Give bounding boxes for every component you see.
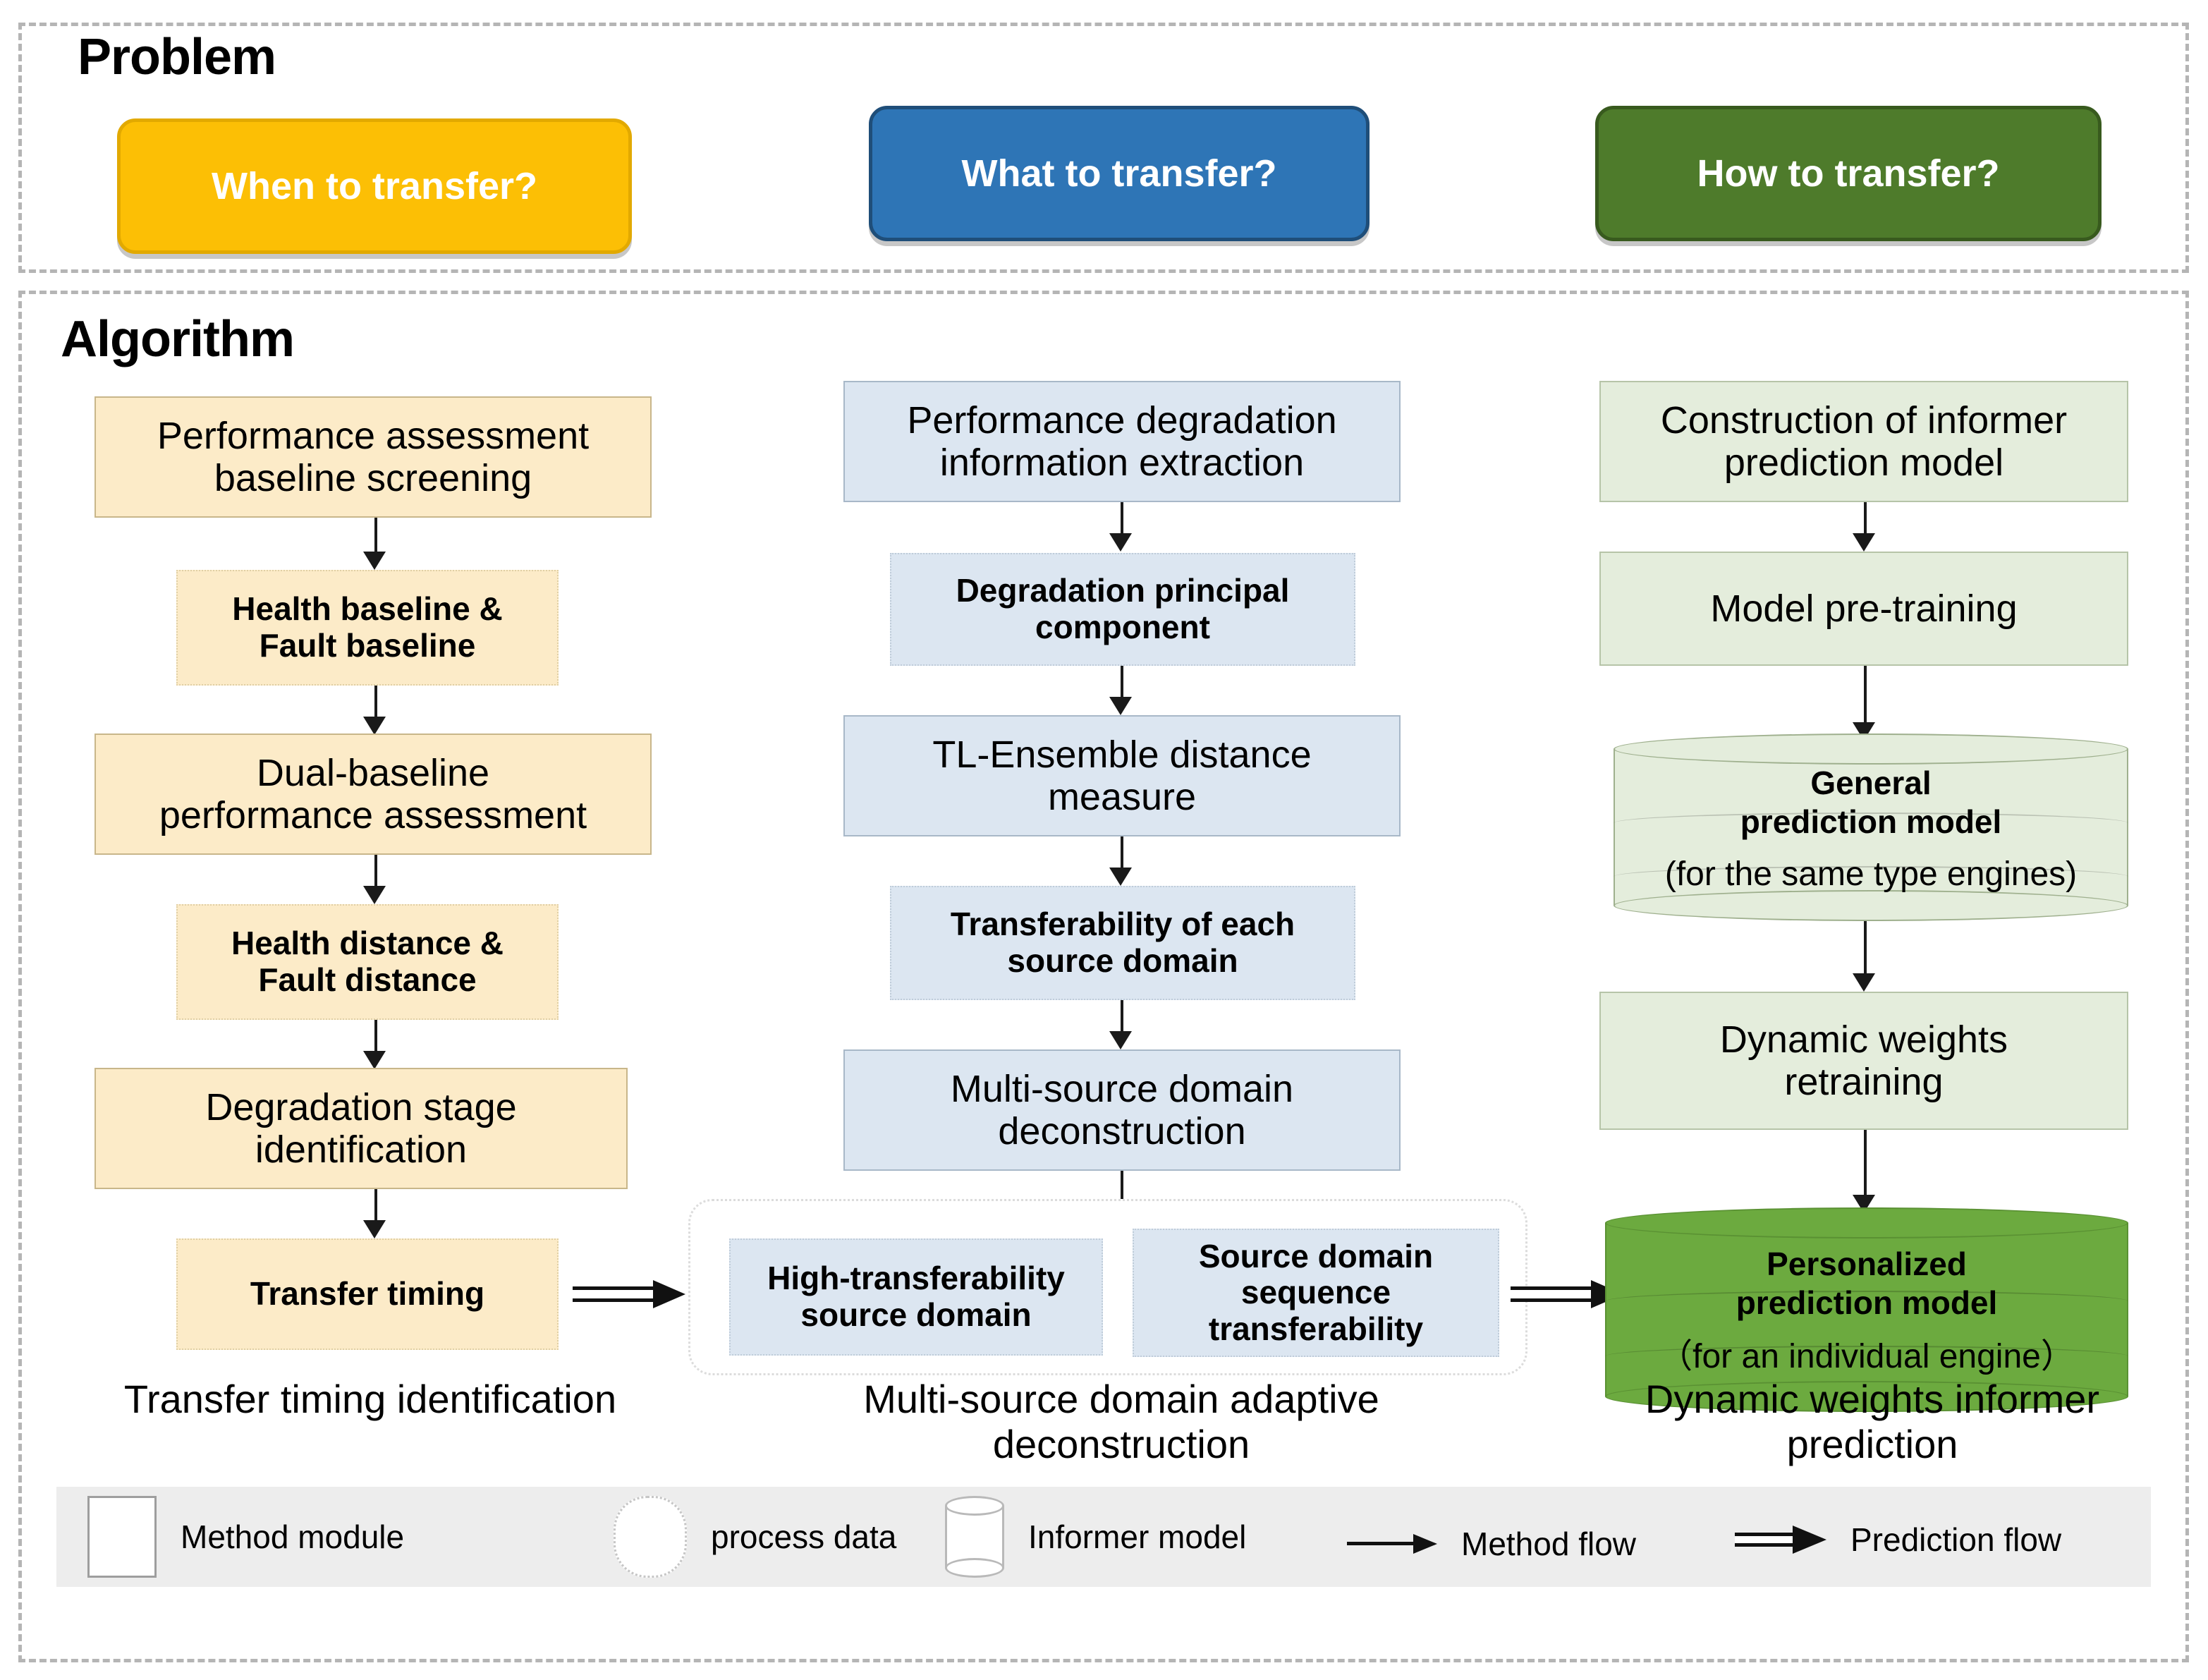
node-performance-degradation-information-extraction[interactable]: Performance degradation information extr… [843,381,1401,502]
legend-item-prediction-flow: Prediction flow [1735,1521,2061,1559]
node-degradation-stage-identification[interactable]: Degradation stage identification [94,1068,628,1189]
node-degradation-principal-component[interactable]: Degradation principal component [890,553,1355,666]
problem-section-title: Problem [78,29,276,85]
legend-label: process data [711,1518,897,1555]
node-transferability-of-each-source-domain[interactable]: Transferability of each source domain [890,886,1355,1000]
connector-line [1121,666,1123,707]
connector-line [1121,502,1123,543]
personalized-prediction-model-label: Personalized prediction model [1736,1246,1998,1321]
personalized-prediction-model-sublabel: （for an individual engine） [1659,1337,2075,1375]
column-caption-multi-source-domain: Multi-source domain adaptive deconstruct… [863,1377,1379,1467]
legend-label: Method module [181,1518,405,1555]
legend-label: Informer model [1028,1518,1247,1555]
legend-item-method-flow: Method flow [1347,1525,1636,1563]
node-model-pre-training[interactable]: Model pre-training [1599,552,2128,666]
node-health-distance-fault-distance[interactable]: Health distance & Fault distance [176,904,559,1020]
cylinder-bottom-cap [1614,890,2128,921]
connector-line [1121,836,1123,877]
column-caption-dynamic-weights: Dynamic weights informer prediction [1645,1377,2100,1467]
cylinder-band [1605,1346,2128,1367]
legend-item-method-module: Method module [87,1496,404,1578]
connector-arrowhead [363,552,386,570]
connector-line [374,1020,377,1061]
node-personalized-prediction-model[interactable]: Personalized prediction model （for an in… [1605,1207,2128,1412]
connector-line [374,686,377,726]
problem-pill-how[interactable]: How to transfer? [1595,106,2102,241]
connector-line [374,855,377,896]
cylinder-bottom-cap [1605,1381,2128,1412]
connector-arrowhead [1853,973,1875,992]
informer-model-shape-icon [945,1496,1004,1578]
legend-bar: Method module process data Informer mode… [56,1487,2151,1587]
legend-item-process-data: process data [614,1496,896,1578]
connector-arrowhead [363,717,386,735]
connector-line [374,518,377,560]
connector-arrowhead [1109,868,1132,886]
method-module-shape-icon [87,1496,157,1578]
node-performance-assessment-baseline-screening[interactable]: Performance assessment baseline screenin… [94,396,652,518]
cylinder-band [1614,866,2128,887]
cylinder-top-cap [1614,734,2128,765]
prediction-flow-arrow-left [573,1280,685,1308]
cylinder-label-wrap: General prediction model (for the same t… [1614,734,2128,921]
node-tl-ensemble-distance-measure[interactable]: TL-Ensemble distance measure [843,715,1401,836]
node-multi-source-domain-deconstruction[interactable]: Multi-source domain deconstruction [843,1049,1401,1171]
connector-line [1864,502,1867,543]
node-transfer-timing[interactable]: Transfer timing [176,1238,559,1350]
legend-item-informer-model: Informer model [945,1496,1246,1578]
general-prediction-model-label: General prediction model [1740,765,2002,840]
cylinder-label-wrap: Personalized prediction model （for an in… [1605,1207,2128,1412]
algorithm-section-title: Algorithm [61,311,295,367]
column-caption-transfer-timing: Transfer timing identification [123,1377,617,1421]
prediction-flow-arrow-icon [1735,1526,1826,1554]
connector-arrowhead [1109,1031,1132,1049]
node-health-baseline-fault-baseline[interactable]: Health baseline & Fault baseline [176,570,559,686]
prediction-flow-arrow-right [1511,1280,1623,1308]
legend-label: Method flow [1461,1526,1637,1562]
node-dual-baseline-performance-assessment[interactable]: Dual-baseline performance assessment [94,734,652,855]
process-data-shape-icon [614,1496,687,1578]
node-high-transferability-source-domain[interactable]: High-transferability source domain [729,1238,1103,1356]
problem-pill-what[interactable]: What to transfer? [869,106,1370,241]
connector-arrowhead [1109,697,1132,715]
connector-arrowhead [363,886,386,904]
cylinder-top-cap [1605,1207,2128,1238]
connector-line [1121,1171,1123,1205]
cylinder-band [1614,812,2128,834]
connector-line [1864,1130,1867,1205]
connector-arrowhead [363,1220,386,1238]
connector-arrowhead [363,1051,386,1069]
legend-label: Prediction flow [1850,1521,2062,1558]
connector-line [1864,666,1867,729]
connector-arrowhead [1853,533,1875,552]
general-prediction-model-sublabel: (for the same type engines) [1664,855,2078,893]
connector-line [1121,1000,1123,1041]
connector-line [374,1189,377,1230]
connector-line [1864,921,1867,982]
node-construction-of-informer-prediction-model[interactable]: Construction of informer prediction mode… [1599,381,2128,502]
problem-pill-when[interactable]: When to transfer? [117,118,632,254]
node-general-prediction-model[interactable]: General prediction model (for the same t… [1614,734,2128,921]
cylinder-band [1605,1291,2128,1312]
method-flow-arrow-icon [1347,1533,1437,1554]
node-source-domain-sequence-transferability[interactable]: Source domain sequence transferability [1133,1229,1499,1357]
node-dynamic-weights-retraining[interactable]: Dynamic weights retraining [1599,992,2128,1130]
connector-arrowhead [1109,533,1132,552]
